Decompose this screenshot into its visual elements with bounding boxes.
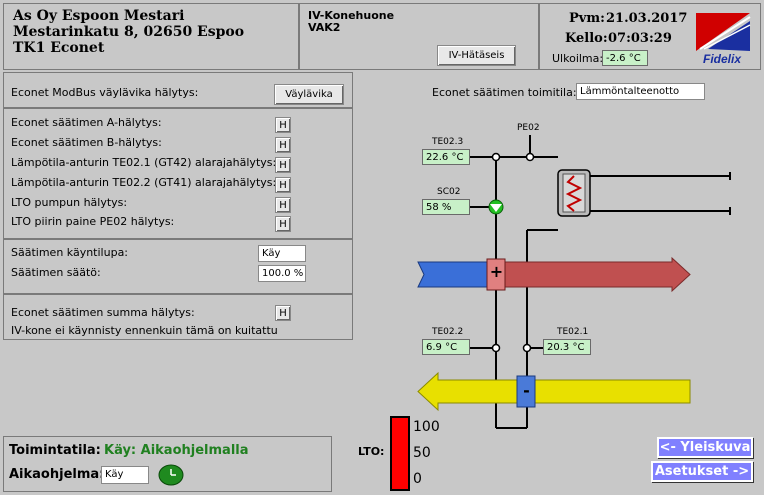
alarm-row-label: LTO piirin paine PE02 hälytys: — [11, 215, 175, 228]
te021-label: TE02.1 — [557, 327, 589, 337]
alarm-row-label: Econet säätimen B-hälytys: — [11, 136, 162, 149]
sc02-value: 58 % — [422, 199, 470, 215]
operator-mode-label: Econet säätimen toimitila: — [432, 86, 577, 99]
mode-value: Käy: Aikaohjelmalla — [104, 443, 249, 458]
header-site-panel — [3, 3, 299, 70]
te022-sensor-node — [491, 343, 501, 353]
fidelix-logo: Fidelix — [696, 13, 751, 65]
alarm-reset-button[interactable]: H — [275, 197, 291, 213]
outdoor-temp-value: -2.6 °C — [602, 50, 648, 66]
modbus-alarm-label: Econet ModBus väylävika hälytys: — [11, 86, 199, 99]
alarm-row-label: LTO pumpun hälytys: — [11, 196, 128, 209]
heat-exchanger-icon — [557, 169, 591, 217]
time-label: Kello: — [565, 31, 608, 46]
header-time-panel — [539, 3, 761, 70]
summary-panel — [3, 294, 353, 340]
date-value: 21.03.2017 — [606, 11, 688, 26]
control-label: Säätimen säätö: — [11, 266, 101, 279]
summary-note: IV-kone ei käynnisty ennenkuin tämä on k… — [11, 324, 278, 337]
te021-value: 20.3 °C — [543, 339, 591, 355]
alarm-panel — [3, 108, 353, 239]
unit-name: VAK2 — [308, 21, 341, 34]
controller-panel — [3, 239, 353, 294]
pump-icon — [488, 199, 504, 215]
supply-warm-arrow — [504, 256, 691, 293]
emergency-stop-button[interactable]: IV-Hätäseis — [437, 45, 516, 66]
te023-label: TE02.3 — [432, 137, 464, 147]
fidelix-logo-text: Fidelix — [703, 52, 742, 65]
pe02-label: PE02 — [517, 123, 540, 133]
header-unit-panel — [299, 3, 539, 70]
company-address: Mestarinkatu 8, 02650 Espoo — [13, 24, 245, 40]
lto-coil-symbol: - — [523, 381, 530, 400]
lto-scale-min: 0 — [413, 471, 422, 487]
heating-coil — [486, 258, 506, 291]
clock-icon[interactable] — [158, 464, 184, 486]
supply-cold-arrow — [417, 261, 488, 288]
outdoor-label: Ulkoilma: — [552, 52, 604, 65]
alarm-row-label: Lämpötila-anturin TE02.2 (GT41) alarajah… — [11, 176, 277, 189]
summary-alarm-button[interactable]: H — [275, 305, 291, 321]
modbus-panel — [3, 72, 353, 108]
exhaust-air-arrow — [417, 371, 691, 412]
te022-value: 6.9 °C — [422, 339, 470, 355]
lto-bar-track — [390, 416, 410, 491]
sc02-label: SC02 — [437, 187, 461, 197]
te023-value: 22.6 °C — [422, 149, 470, 165]
te021-sensor-node — [522, 343, 532, 353]
te023-sensor-node — [491, 152, 501, 162]
schedule-value[interactable]: Käy — [101, 466, 149, 484]
alarm-reset-button[interactable]: H — [275, 137, 291, 153]
te022-label: TE02.2 — [432, 327, 464, 337]
alarm-reset-button[interactable]: H — [275, 216, 291, 232]
lto-scale-mid: 50 — [413, 445, 431, 461]
alarm-reset-button[interactable]: H — [275, 117, 291, 133]
run-permit-label: Säätimen käyntilupa: — [11, 246, 129, 259]
room-name: IV-Konehuone — [308, 9, 395, 22]
overview-nav-button[interactable]: <- Yleiskuva — [657, 437, 753, 458]
heating-coil-symbol: + — [489, 262, 504, 281]
lto-coil — [516, 375, 536, 408]
alarm-row-label: Econet säätimen A-hälytys: — [11, 116, 162, 129]
mode-label: Toimintatila: — [9, 443, 101, 458]
status-panel — [3, 436, 332, 492]
date-label: Pvm: — [569, 11, 605, 26]
modbus-fault-button[interactable]: Väylävika — [274, 84, 344, 105]
alarm-reset-button[interactable]: H — [275, 157, 291, 173]
alarm-row-label: Lämpötila-anturin TE02.1 (GT42) alarajah… — [11, 156, 277, 169]
run-permit-value[interactable]: Käy — [258, 245, 306, 262]
lto-label: LTO: — [358, 445, 385, 458]
schedule-label: Aikaohjelma: — [9, 467, 105, 482]
summary-alarm-label: Econet säätimen summa hälytys: — [11, 306, 195, 319]
lto-bar-fill — [392, 418, 408, 489]
device-name: TK1 Econet — [13, 40, 105, 56]
lto-scale-max: 100 — [413, 419, 440, 435]
pe02-sensor-node — [525, 152, 535, 162]
operator-mode-value: Lämmöntalteenotto — [576, 83, 705, 100]
alarm-reset-button[interactable]: H — [275, 177, 291, 193]
control-value[interactable]: 100.0 % — [258, 265, 306, 282]
settings-nav-button[interactable]: Asetukset -> — [651, 461, 753, 482]
company-name: As Oy Espoon Mestari — [13, 8, 185, 24]
time-value: 07:03:29 — [608, 31, 672, 46]
